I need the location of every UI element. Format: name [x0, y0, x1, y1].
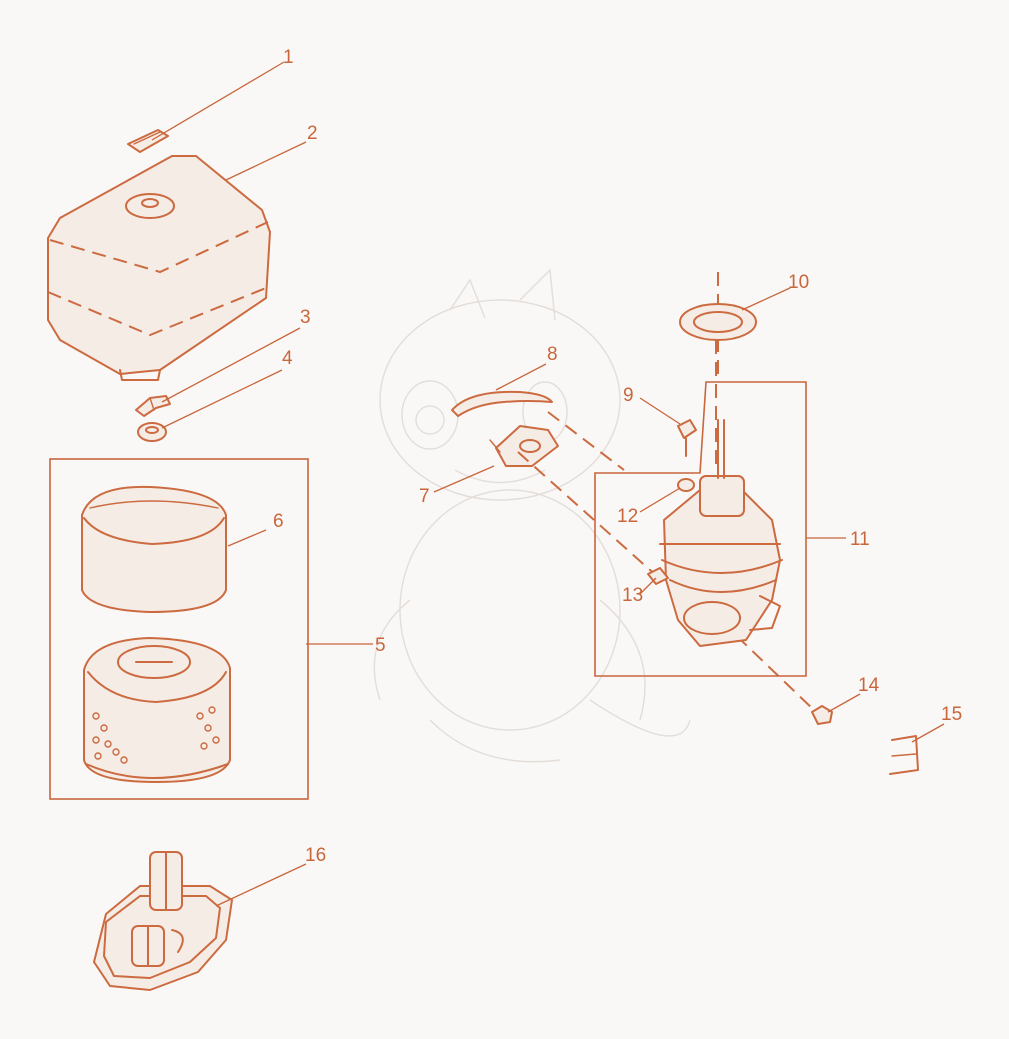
- label-part-2: 2: [307, 123, 318, 144]
- part-4-nut[interactable]: [137, 422, 167, 442]
- leader-lines: [151, 61, 945, 907]
- label-part-14: 14: [858, 675, 880, 696]
- part-5-filter-element[interactable]: [83, 637, 231, 783]
- part-14-nut[interactable]: [811, 705, 833, 725]
- label-part-10: 10: [788, 272, 809, 293]
- label-part-12: 12: [617, 506, 638, 527]
- part-2-cover[interactable]: [47, 155, 271, 381]
- part-7-gasket[interactable]: [489, 425, 559, 467]
- assembly-lines: [517, 272, 817, 713]
- part-8-hose[interactable]: [451, 390, 553, 417]
- part-5-frame: [49, 458, 309, 800]
- part-10-ring[interactable]: [679, 303, 757, 341]
- label-part-6: 6: [273, 511, 284, 532]
- label-part-7: 7: [419, 486, 430, 507]
- part-3-bracket[interactable]: [135, 395, 171, 417]
- part-6-prefilter[interactable]: [81, 485, 227, 613]
- label-part-4: 4: [282, 348, 293, 369]
- part-11-carburetor[interactable]: [659, 419, 783, 647]
- part-16-base[interactable]: [93, 851, 233, 991]
- part-1-clip[interactable]: [127, 129, 169, 153]
- label-part-13: 13: [622, 585, 643, 606]
- label-part-5: 5: [375, 635, 386, 656]
- label-part-3: 3: [300, 307, 311, 328]
- label-part-15: 15: [941, 704, 962, 725]
- part-15-clip[interactable]: [889, 735, 919, 775]
- label-part-11: 11: [850, 529, 870, 550]
- part-11-frame: [594, 381, 807, 677]
- dragon-watermark: [373, 268, 691, 763]
- label-part-1: 1: [283, 47, 294, 68]
- label-part-9: 9: [623, 385, 634, 406]
- label-part-16: 16: [305, 845, 326, 866]
- label-part-8: 8: [547, 344, 558, 365]
- part-12-cup[interactable]: [677, 478, 695, 492]
- part-9-bolt[interactable]: [677, 419, 697, 457]
- part-number-labels: 1 2 3 4 5 6 7 8 9 10 11 12 13 14 15 16: [273, 47, 962, 866]
